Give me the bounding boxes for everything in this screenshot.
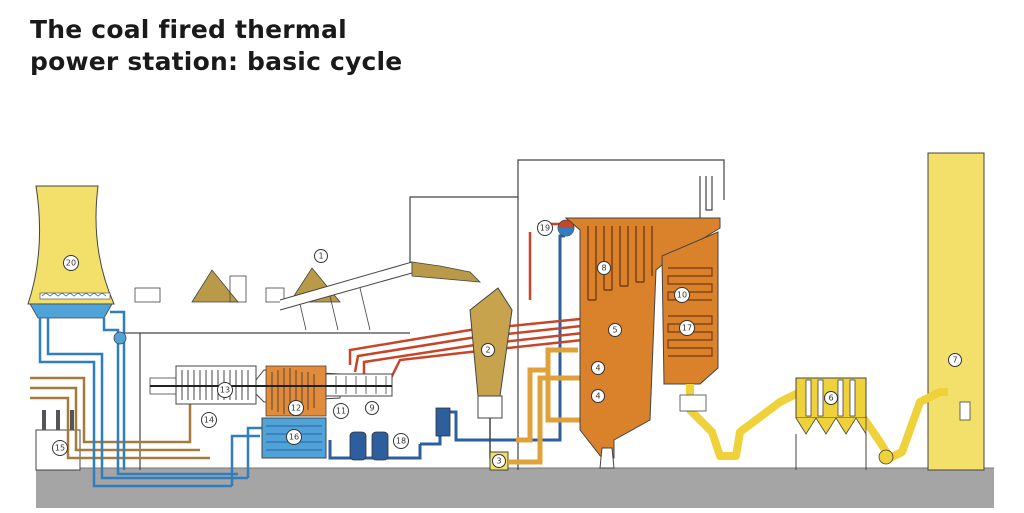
marker-9: 9 <box>365 401 379 415</box>
page-title: The coal fired thermal power station: ba… <box>30 14 402 78</box>
flue-gas-duct <box>686 384 948 462</box>
marker-4a-label: 4 <box>595 364 600 373</box>
marker-12: 12 <box>288 400 304 416</box>
marker-5-label: 5 <box>612 326 617 335</box>
marker-3-label: 3 <box>496 457 501 466</box>
marker-2-label: 2 <box>485 346 490 355</box>
marker-10-label: 10 <box>677 291 687 300</box>
marker-19-label: 19 <box>540 224 550 233</box>
marker-4a: 4 <box>591 361 605 375</box>
marker-13-label: 13 <box>220 386 230 395</box>
marker-20-label: 20 <box>66 259 76 268</box>
marker-15: 15 <box>52 440 68 456</box>
chimney-stack <box>927 152 985 471</box>
marker-18-label: 18 <box>396 437 406 446</box>
marker-17: 17 <box>679 320 695 336</box>
marker-4b-label: 4 <box>595 392 600 401</box>
marker-12-label: 12 <box>291 404 301 413</box>
marker-19: 19 <box>537 220 553 236</box>
coal-mill <box>469 287 513 471</box>
coal-handling <box>134 261 482 331</box>
marker-20: 20 <box>63 255 79 271</box>
marker-1-label: 1 <box>318 252 323 261</box>
marker-17-label: 17 <box>682 324 692 333</box>
boiler-outlet <box>699 176 713 218</box>
marker-7: 7 <box>948 353 962 367</box>
marker-9-label: 9 <box>369 404 374 413</box>
marker-8-label: 8 <box>601 264 606 273</box>
title-line-1: The coal fired thermal <box>30 15 347 44</box>
marker-16-label: 16 <box>289 433 299 442</box>
marker-16: 16 <box>286 429 302 445</box>
marker-6-label: 6 <box>828 394 833 403</box>
title-line-2: power station: basic cycle <box>30 47 403 76</box>
marker-6: 6 <box>824 391 838 405</box>
cooling-tower <box>27 185 115 319</box>
marker-10: 10 <box>674 287 690 303</box>
turbine-generator <box>149 365 393 417</box>
boiler <box>557 217 721 469</box>
marker-3: 3 <box>492 454 506 468</box>
marker-13: 13 <box>217 382 233 398</box>
marker-18: 18 <box>393 433 409 449</box>
marker-14-label: 14 <box>204 416 214 425</box>
power-lines <box>30 376 210 460</box>
marker-8: 8 <box>597 261 611 275</box>
cooling-water-loop <box>38 310 264 488</box>
marker-1: 1 <box>314 249 328 263</box>
feed-pumps <box>349 407 451 461</box>
marker-2: 2 <box>481 343 495 357</box>
marker-11: 11 <box>333 403 349 419</box>
marker-15-label: 15 <box>55 444 65 453</box>
building-outline <box>124 159 725 470</box>
marker-11-label: 11 <box>336 407 346 416</box>
marker-7-label: 7 <box>952 356 957 365</box>
marker-4b: 4 <box>591 389 605 403</box>
marker-14: 14 <box>201 412 217 428</box>
air-ducts <box>508 347 580 465</box>
marker-5: 5 <box>608 323 622 337</box>
